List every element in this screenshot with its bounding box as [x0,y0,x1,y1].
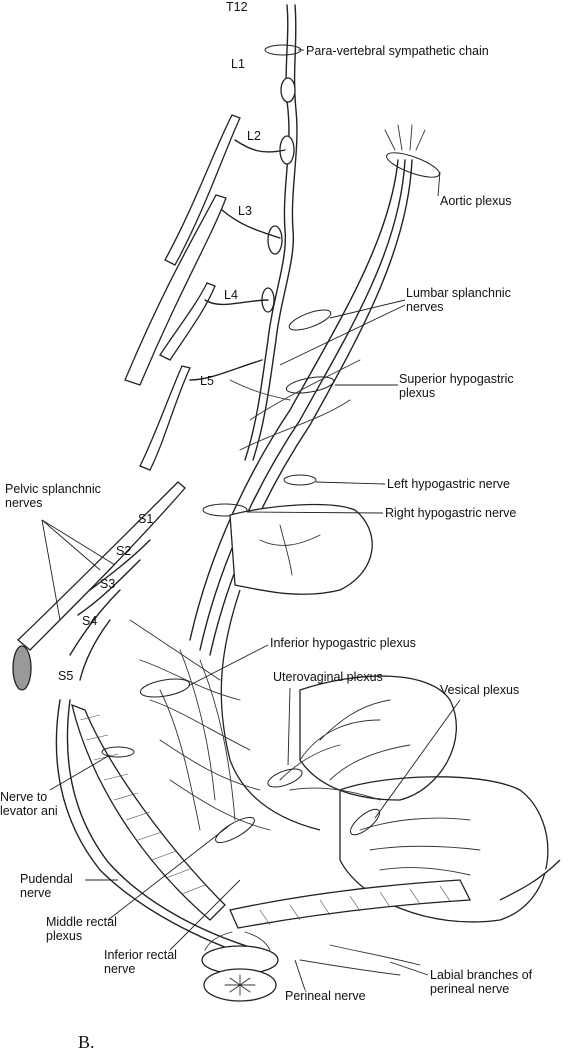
figure-caption: B. [78,1032,95,1052]
label-inferior-rectal-line2: nerve [104,962,136,976]
segment-label-l3: L3 [238,204,252,218]
pelvic-viscera [220,503,561,923]
label-inferior-rectal-line1: Inferior rectal [104,948,177,962]
levator-ani [71,703,472,929]
label-aortic-plexus: Aortic plexus [440,194,512,208]
label-nerve-to-levator-line2: levator ani [0,804,58,818]
segment-label-l5: L5 [200,374,214,388]
segment-label-s2: S2 [116,544,132,558]
label-superior-hypogastric: Superior hypogastric plexus [399,372,514,400]
label-labial-branches: Labial branches of perineal nerve [430,968,532,996]
label-pudendal-line1: Pudendal [20,872,73,886]
lumbar-roots [124,114,286,471]
label-left-hypogastric: Left hypogastric nerve [387,477,510,491]
label-pelvic-splanchnic: Pelvic splanchnic nerves [5,482,101,510]
sympathetic-chain [244,4,302,461]
label-lumbar-splanchnic: Lumbar splanchnic nerves [406,286,511,314]
label-uterovaginal: Uterovaginal plexus [273,670,383,684]
label-pudendal: Pudendal nerve [20,872,73,900]
label-superior-hypogastric-line2: plexus [399,386,436,400]
segment-label-l1: L1 [231,57,245,71]
label-lumbar-splanchnic-line2: nerves [406,300,444,314]
label-nerve-to-levator-line1: Nerve to [0,790,48,804]
sacral-plexus [12,481,267,961]
segment-label-t12: T12 [226,0,248,14]
label-pudendal-line2: nerve [20,886,52,900]
label-labial-line1: Labial branches of [430,968,533,982]
label-inferior-hypogastric: Inferior hypogastric plexus [270,636,416,650]
segment-label-s4: S4 [82,614,98,628]
label-inferior-rectal: Inferior rectal nerve [104,948,177,976]
label-perineal: Perineal nerve [285,989,366,1003]
inferior-hypogastric-web [101,619,421,976]
anal-canal [201,931,279,1002]
label-pelvic-splanchnic-line2: nerves [5,496,43,510]
label-middle-rectal-line2: plexus [46,929,83,943]
label-right-hypogastric: Right hypogastric nerve [385,506,517,520]
segment-label-l4: L4 [224,288,238,302]
label-vesical: Vesical plexus [440,683,520,697]
label-lumbar-splanchnic-line1: Lumbar splanchnic [406,286,511,300]
segment-label-s3: S3 [100,577,116,591]
label-middle-rectal-line1: Middle rectal [46,915,117,929]
segment-label-l2: L2 [247,129,261,143]
label-superior-hypogastric-line1: Superior hypogastric [399,372,514,386]
label-paravertebral-chain: Para-vertebral sympathetic chain [306,44,489,58]
label-labial-line2: perineal nerve [430,982,510,996]
label-pelvic-splanchnic-line1: Pelvic splanchnic [5,482,101,496]
segment-label-s5: S5 [58,669,74,683]
label-nerve-to-levator: Nerve to levator ani [0,790,58,818]
leader-lines [41,49,461,991]
segment-label-s1: S1 [138,512,154,526]
label-middle-rectal: Middle rectal plexus [46,915,117,943]
